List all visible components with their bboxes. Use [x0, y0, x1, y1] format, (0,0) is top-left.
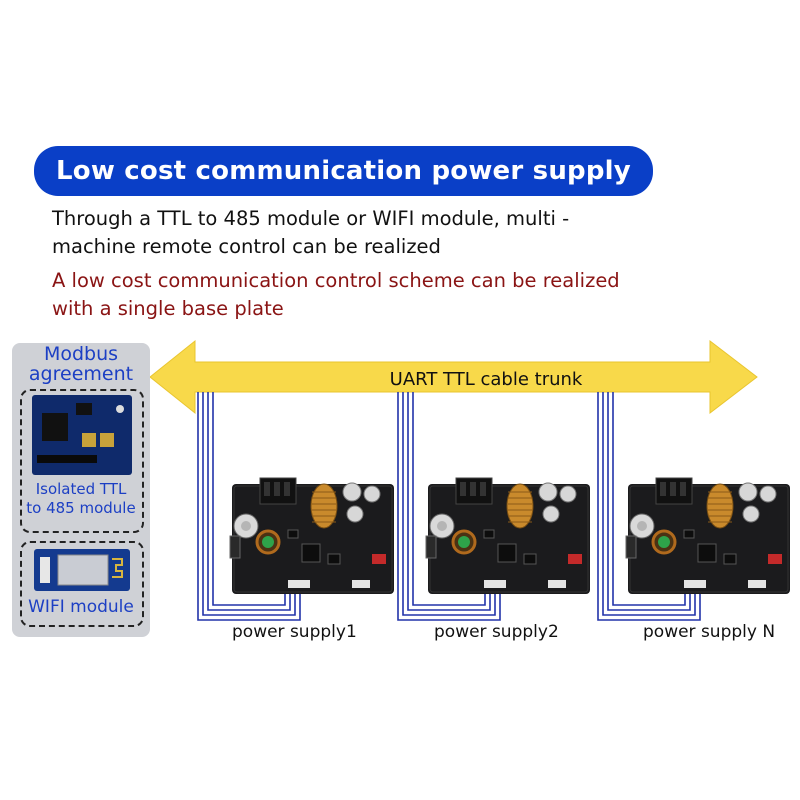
- power-supply-board-n: [624, 476, 792, 596]
- title-banner: Low cost communication power supply: [34, 146, 653, 196]
- ttl-module-label-line-2: to 485 module: [26, 499, 136, 517]
- page-title: Low cost communication power supply: [56, 156, 631, 186]
- wifi-module-label: WIFI module: [28, 597, 134, 617]
- cable-trunk-label: UART TTL cable trunk: [390, 369, 583, 390]
- description-line-2: machine remote control can be realized: [52, 235, 441, 258]
- power-supply-label-1: power supply1: [232, 622, 357, 642]
- wires-supply-1: [197, 392, 301, 621]
- power-supply-board-2: [424, 476, 592, 596]
- description-line-3: A low cost communication control scheme …: [52, 269, 620, 292]
- description-red: A low cost communication control scheme …: [52, 267, 732, 323]
- modbus-title-line-2: agreement: [28, 363, 134, 385]
- modbus-title-line-1: Modbus: [43, 343, 119, 365]
- wires-supply-n: [597, 392, 701, 621]
- wifi-module-box: [20, 541, 144, 627]
- power-supply-label-n: power supply N: [643, 622, 776, 642]
- description-line-1: Through a TTL to 485 module or WIFI modu…: [52, 207, 570, 230]
- cable-trunk-arrow: [149, 339, 758, 415]
- power-supply-board-1: [228, 476, 396, 596]
- ttl-to-485-board-image: [32, 395, 132, 475]
- ttl-module-box: [20, 389, 144, 533]
- ttl-module-label-line-1: Isolated TTL: [35, 480, 127, 498]
- wires-supply-2: [397, 392, 501, 621]
- description-black: Through a TTL to 485 module or WIFI modu…: [52, 205, 652, 261]
- description-line-4: with a single base plate: [52, 297, 284, 320]
- modbus-panel: Modbus agreement Isolated TTL to 485 mod…: [12, 343, 150, 637]
- wifi-module-image: [34, 549, 130, 591]
- power-supply-label-2: power supply2: [434, 622, 559, 642]
